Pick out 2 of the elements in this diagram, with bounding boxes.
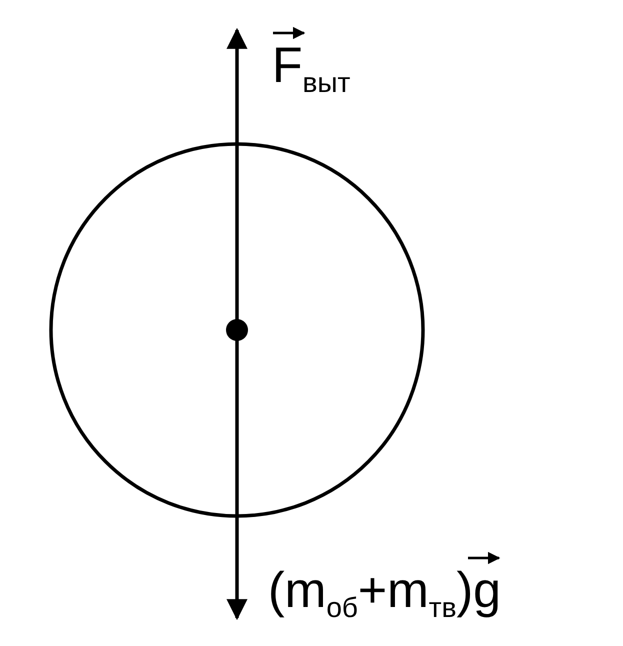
- force-label: (m$_{об}$+m$_{тв}$)g: [268, 562, 501, 618]
- force-label: F$_{выт}$: [272, 37, 350, 93]
